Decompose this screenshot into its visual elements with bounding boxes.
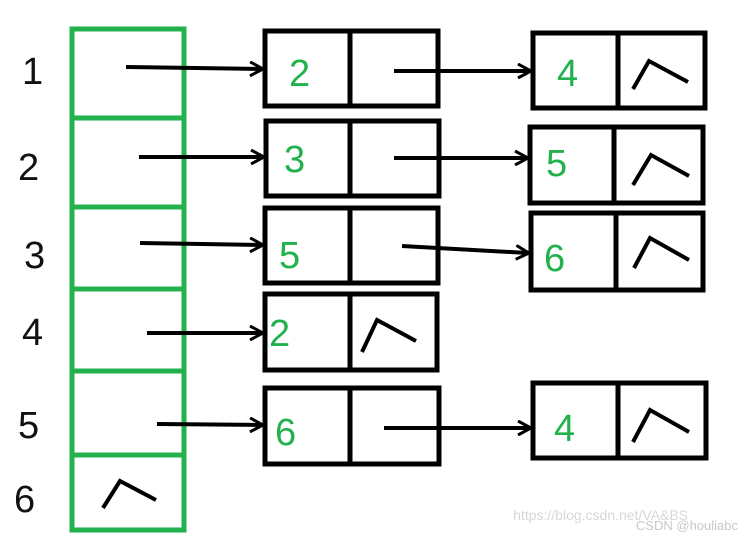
null-icon-4-1	[360, 317, 417, 353]
row-label-5: 5	[18, 405, 39, 447]
head-cell-1	[69, 26, 187, 121]
node-value-4-1: 2	[269, 313, 290, 355]
node-value-3-1: 5	[279, 235, 300, 277]
row-label-2: 2	[18, 147, 39, 189]
node-value-5-2: 4	[554, 408, 575, 450]
null-icon-1-2	[631, 58, 689, 90]
node-value-1-1: 2	[289, 53, 310, 95]
null-icon-head-6	[101, 478, 157, 510]
row-label-3: 3	[24, 235, 45, 277]
pointer-arrows	[125, 67, 530, 428]
node-value-2-1: 3	[284, 139, 305, 181]
list-nodes	[262, 28, 709, 467]
head-cell-3	[69, 204, 187, 292]
head-cell-2	[69, 115, 187, 210]
arrow-head3-node3-1	[139, 243, 262, 245]
arrow-head1-node1-1	[125, 67, 262, 69]
node-value-2-2: 5	[546, 143, 567, 185]
arrow-node3-1-node3-2	[401, 244, 528, 253]
null-icon-2-2	[631, 152, 690, 187]
node-value-1-2: 4	[557, 53, 578, 95]
null-icon-5-2	[631, 407, 690, 443]
node-value-5-1: 6	[275, 412, 296, 454]
node-value-3-2: 6	[544, 238, 565, 280]
row-label-6: 6	[14, 479, 35, 521]
head-cell-5	[69, 368, 187, 458]
row-label-4: 4	[22, 312, 43, 354]
head-cell-4	[69, 286, 187, 374]
head-cell-6	[69, 452, 187, 533]
row-label-1: 1	[22, 51, 43, 93]
arrow-head5-node5-1	[156, 424, 262, 425]
watermark-url: https://blog.csdn.net/VA&BS	[513, 507, 688, 523]
null-icon-3-2	[632, 235, 690, 269]
watermark-csdn: CSDN @houliabc	[635, 518, 738, 533]
head-array	[69, 26, 187, 533]
